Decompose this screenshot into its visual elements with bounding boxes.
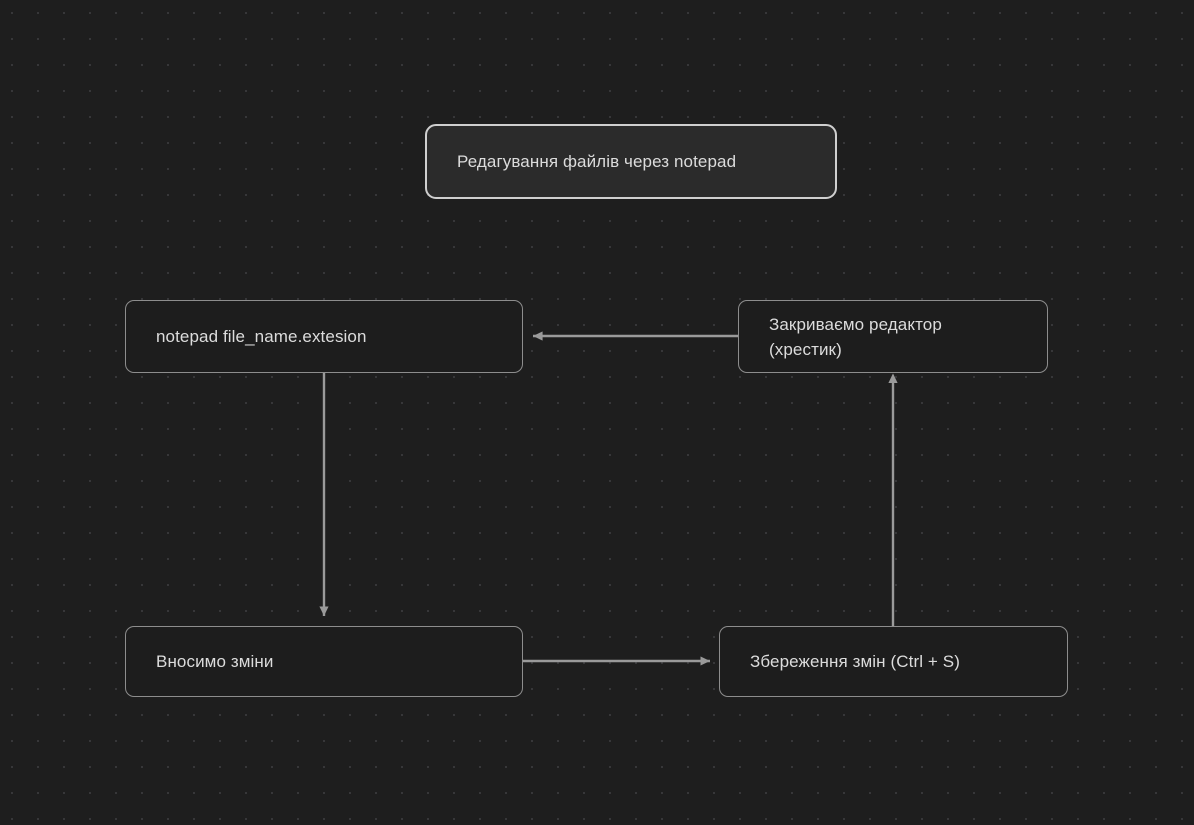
node-close-editor-label: Закриваємо редактор (хрестик): [769, 314, 942, 359]
node-open-notepad-label: notepad file_name.extesion: [156, 327, 367, 346]
node-root-label: Редагування файлів через notepad: [457, 152, 737, 171]
node-open-notepad[interactable]: notepad file_name.extesion: [125, 300, 523, 373]
node-save-changes[interactable]: Збереження змін (Ctrl + S): [719, 626, 1068, 697]
node-make-changes[interactable]: Вносимо зміни: [125, 626, 523, 697]
node-root[interactable]: Редагування файлів через notepad: [425, 124, 837, 199]
node-save-changes-label: Збереження змін (Ctrl + S): [750, 652, 960, 671]
node-close-editor[interactable]: Закриваємо редактор (хрестик): [738, 300, 1048, 373]
node-make-changes-label: Вносимо зміни: [156, 652, 274, 671]
